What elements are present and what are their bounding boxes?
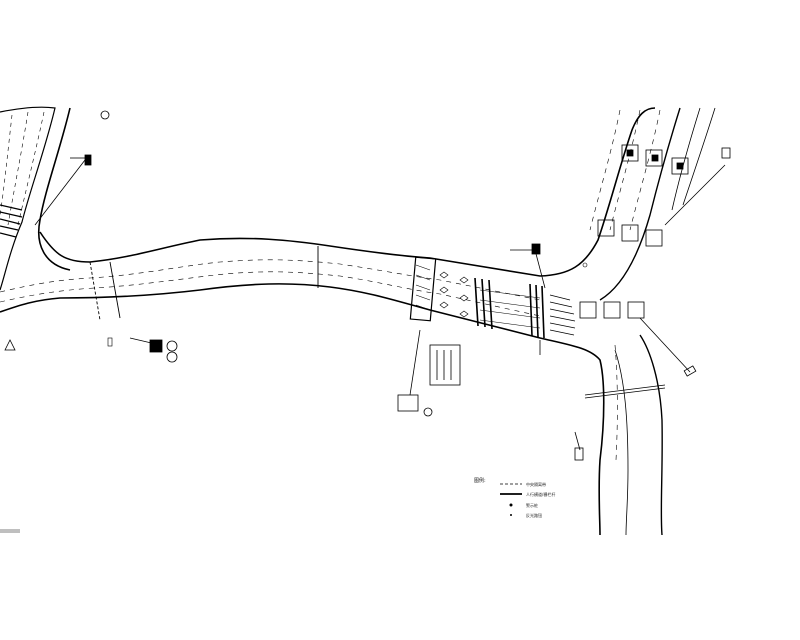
legend-item-1: 中央隔离带: [526, 481, 546, 487]
traffic-signal-lower: [129, 329, 433, 417]
traffic-islands: [579, 144, 689, 319]
main-road: [0, 107, 716, 536]
intersection-crosswalk: [474, 277, 545, 339]
left-crosswalk: [0, 204, 23, 238]
traffic-signal-right: [510, 147, 731, 377]
legend-item-3: 警示桩: [526, 502, 538, 508]
main-road-lane-lines: [0, 109, 661, 461]
station-markers: [89, 246, 319, 321]
median-hatch: [409, 256, 437, 322]
warning-triangle-icon: [4, 339, 16, 351]
left-branch-road: [0, 106, 71, 291]
legend: 图例: 中央隔离带 人行横道/栅栏杆 警示桩 反光路钮: [474, 477, 555, 518]
traffic-signal-upper-left: [34, 110, 110, 226]
crosswalk-thin-lines: [479, 289, 541, 329]
road-sign-board: [429, 344, 461, 386]
legend-title: 图例:: [474, 477, 486, 484]
diamond-markings: [439, 271, 469, 318]
intersection-hatch: [549, 294, 576, 336]
legend-item-2: 人行横道/栅栏杆: [526, 491, 555, 497]
misc-marks: [0, 262, 588, 533]
gantry-sign: [574, 384, 666, 461]
legend-item-4: 反光路钮: [526, 512, 542, 518]
